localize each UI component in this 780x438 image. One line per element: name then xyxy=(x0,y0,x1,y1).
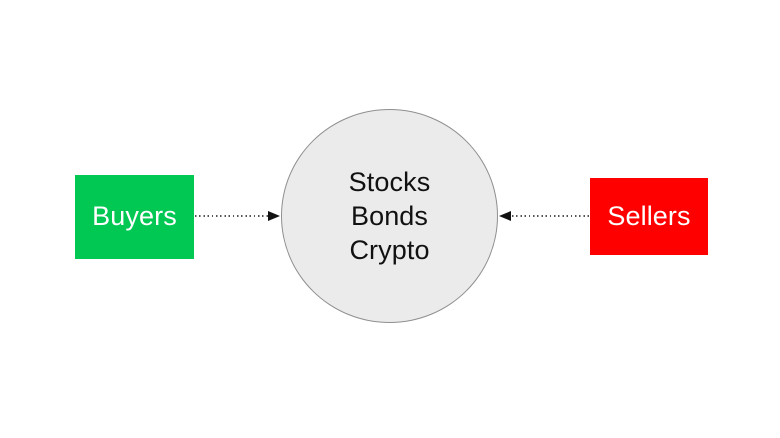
node-buyers-label: Buyers xyxy=(92,201,177,232)
node-market[interactable]: Stocks Bonds Crypto xyxy=(281,109,498,323)
arrowhead-right-icon xyxy=(268,211,280,221)
node-market-line-2: Bonds xyxy=(350,201,429,231)
node-market-line-3: Crypto xyxy=(349,235,430,265)
dotted-line xyxy=(512,215,590,217)
connector-sellers-to-market xyxy=(499,211,590,221)
node-sellers-label: Sellers xyxy=(607,200,691,231)
arrowhead-left-icon xyxy=(499,211,511,221)
connector-buyers-to-market xyxy=(195,211,281,221)
node-sellers[interactable]: Sellers xyxy=(590,178,708,255)
dotted-line xyxy=(195,215,269,217)
node-market-line-1: Stocks xyxy=(348,167,431,197)
node-buyers[interactable]: Buyers xyxy=(75,175,194,259)
